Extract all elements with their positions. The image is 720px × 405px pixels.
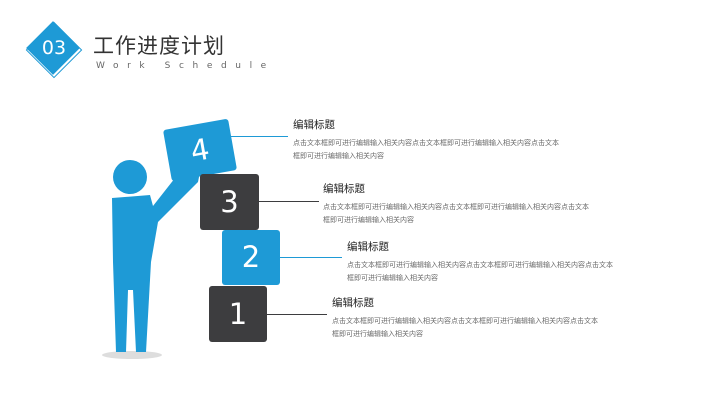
figure-shadow bbox=[102, 351, 162, 359]
step-body-3[interactable]: 点击文本框即可进行编辑输入相关内容点击文本框即可进行编辑输入相关内容点击文本框即… bbox=[323, 203, 589, 224]
step-number-3: 3 bbox=[220, 185, 239, 219]
step-text-3: 编辑标题 点击文本框即可进行编辑输入相关内容点击文本框即可进行编辑输入相关内容点… bbox=[323, 182, 593, 226]
connector-line-2 bbox=[280, 257, 342, 258]
step-body-4[interactable]: 点击文本框即可进行编辑输入相关内容点击文本框即可进行编辑输入相关内容点击文本框即… bbox=[293, 139, 559, 160]
connector-line-4 bbox=[226, 136, 288, 137]
step-number-2: 2 bbox=[241, 240, 261, 274]
step-block-1: 1 bbox=[209, 286, 267, 342]
step-number-1: 1 bbox=[228, 297, 248, 331]
figure-head bbox=[113, 160, 147, 194]
step-heading-4[interactable]: 编辑标题 bbox=[293, 119, 335, 131]
step-body-2[interactable]: 点击文本框即可进行编辑输入相关内容点击文本框即可进行编辑输入相关内容点击文本框即… bbox=[347, 261, 613, 282]
section-badge: 03 bbox=[24, 20, 88, 84]
figure-body bbox=[112, 164, 200, 352]
step-body-1[interactable]: 点击文本框即可进行编辑输入相关内容点击文本框即可进行编辑输入相关内容点击文本框即… bbox=[332, 317, 598, 338]
step-block-2: 2 bbox=[222, 230, 280, 285]
step-heading-3[interactable]: 编辑标题 bbox=[323, 183, 365, 195]
step-text-4: 编辑标题 点击文本框即可进行编辑输入相关内容点击文本框即可进行编辑输入相关内容点… bbox=[293, 118, 563, 162]
connector-line-3 bbox=[259, 201, 319, 202]
step-heading-1[interactable]: 编辑标题 bbox=[332, 297, 374, 309]
connector-line-1 bbox=[267, 314, 327, 315]
page-subtitle: Work Schedule bbox=[96, 61, 275, 71]
page-title: 工作进度计划 bbox=[93, 34, 225, 58]
step-text-2: 编辑标题 点击文本框即可进行编辑输入相关内容点击文本框即可进行编辑输入相关内容点… bbox=[347, 240, 617, 284]
step-block-3: 3 bbox=[200, 174, 259, 230]
stick-figure bbox=[112, 160, 200, 352]
step-text-1: 编辑标题 点击文本框即可进行编辑输入相关内容点击文本框即可进行编辑输入相关内容点… bbox=[332, 296, 602, 340]
section-number: 03 bbox=[41, 37, 67, 59]
step-heading-2[interactable]: 编辑标题 bbox=[347, 241, 389, 253]
